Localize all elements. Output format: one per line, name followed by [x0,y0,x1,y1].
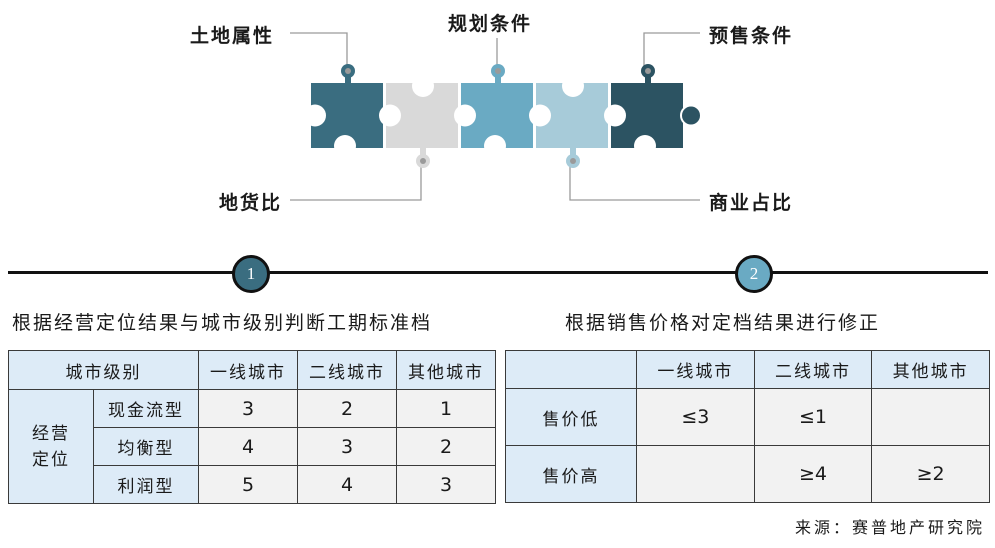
table-row: 均衡型 4 3 2 [9,427,496,466]
table1-cell: 2 [297,389,397,428]
source-note: 来源：赛普地产研究院 [794,518,985,537]
table1-col-header: 一线城市 [198,350,298,390]
table1-cell: 4 [297,465,397,504]
connector-land-attribute [290,32,348,72]
table2-cell: ≤3 [636,388,755,446]
label-land-cost-ratio: 地货比 [219,192,283,214]
piece-5 [604,64,702,157]
table1-cell: 4 [198,427,298,466]
piece-4 [529,75,627,168]
label-commercial-ratio: 商业占比 [709,192,794,214]
table-price-adjustment: 一线城市 二线城市 其他城市 售价低 ≤3 ≤1 售价高 ≥4 ≥2 [505,350,990,503]
table-row: 售价高 ≥4 ≥2 [505,445,990,503]
piece-left-hole [379,104,401,127]
connector-land-cost [290,162,422,201]
step-2-badge: 2 [735,255,773,293]
table2-cell [871,388,990,446]
connector-dot [345,68,351,74]
connector-dot [570,158,576,164]
step-1-badge: 1 [232,255,270,293]
table1-cell: 3 [297,427,397,466]
table2-row-label: 售价低 [505,388,637,446]
table1-col-header: 其他城市 [396,350,496,390]
table1-col-header: 二线城市 [297,350,397,390]
group-label-line: 经营 [32,423,70,444]
table1-cell: 1 [396,389,496,428]
table1-cell: 2 [396,427,496,466]
piece-left-hole [454,104,476,127]
table1-group-label: 经营 定位 [8,389,94,504]
puzzle-diagram [290,32,702,201]
piece-right-knob [680,104,702,127]
piece-bottom-hole [334,135,356,157]
label-planning-conditions: 规划条件 [448,13,533,35]
table1-cell: 3 [198,389,298,428]
table-row: 经营 定位 现金流型 3 2 1 [8,389,496,504]
timeline-divider [8,271,988,274]
step-1-heading: 根据经营定位结果与城市级别判断工期标准档 [12,312,433,334]
piece-left-hole [529,104,551,127]
table-grade-by-positioning: 城市级别 一线城市 二线城市 其他城市 经营 定位 现金流型 3 2 1 均衡型… [8,350,496,504]
piece-top-hole [562,75,584,97]
table1-cell: 3 [396,465,496,504]
connector-commercial [569,162,700,201]
table2-col-header: 二线城市 [753,350,873,389]
table1-row-label: 现金流型 [93,389,199,428]
connector-presale [643,32,700,72]
group-label-line: 定位 [32,449,70,470]
piece-bottom-hole [484,135,506,157]
table1-row-label: 均衡型 [93,427,199,466]
table2-cell: ≥4 [753,445,873,503]
table-row: 售价低 ≤3 ≤1 [505,388,990,446]
piece-bottom-hole [634,135,656,157]
piece-left-hole [304,104,326,127]
table2-cell: ≤1 [753,388,873,446]
table2-cell [636,445,755,503]
table1-row-label: 利润型 [93,465,199,504]
piece-left-hole [604,104,626,127]
connector-dot [645,68,651,74]
table2-cell: ≥2 [871,445,990,503]
table1-cell: 5 [198,465,298,504]
label-presale-conditions: 预售条件 [709,25,794,47]
table-row: 利润型 5 4 3 [9,465,496,504]
connector-dot [495,68,501,74]
table2-col-header: 其他城市 [871,350,990,389]
table2-col-header: 一线城市 [636,350,755,389]
table2-corner-header [505,350,637,389]
table2-row-label: 售价高 [505,445,637,503]
table1-corner-header: 城市级别 [8,350,199,390]
piece-top-hole [412,75,434,97]
label-land-attribute: 土地属性 [190,25,275,47]
connector-dot [420,158,426,164]
step-2-heading: 根据销售价格对定档结果进行修正 [565,312,881,334]
